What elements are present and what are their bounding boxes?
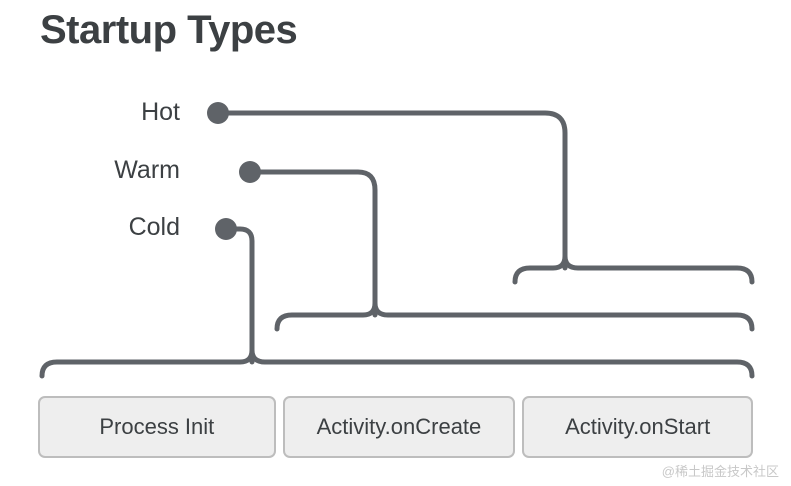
process-init-bracket (39, 347, 755, 379)
on-start-bracket (512, 253, 755, 285)
warm-connector (251, 169, 378, 318)
cold-dot (215, 218, 237, 240)
stage-box-on-start[interactable]: Activity.onStart (522, 396, 753, 458)
page-title: Startup Types (40, 8, 298, 52)
hot-dot (207, 102, 229, 124)
warm-dot (239, 161, 261, 183)
hot-connector (219, 110, 568, 271)
row-label-cold: Cold (128, 213, 180, 241)
watermark: @稀土掘金技术社区 (661, 464, 779, 479)
stage-boxes: Process Init Activity.onCreate Activity.… (38, 396, 753, 458)
row-label-hot: Hot (141, 98, 180, 126)
on-create-bracket (274, 300, 755, 332)
stage-box-on-create[interactable]: Activity.onCreate (282, 396, 516, 458)
cold-connector (227, 226, 255, 365)
row-label-warm: Warm (114, 156, 180, 184)
stage-box-process-init[interactable]: Process Init (38, 396, 276, 458)
